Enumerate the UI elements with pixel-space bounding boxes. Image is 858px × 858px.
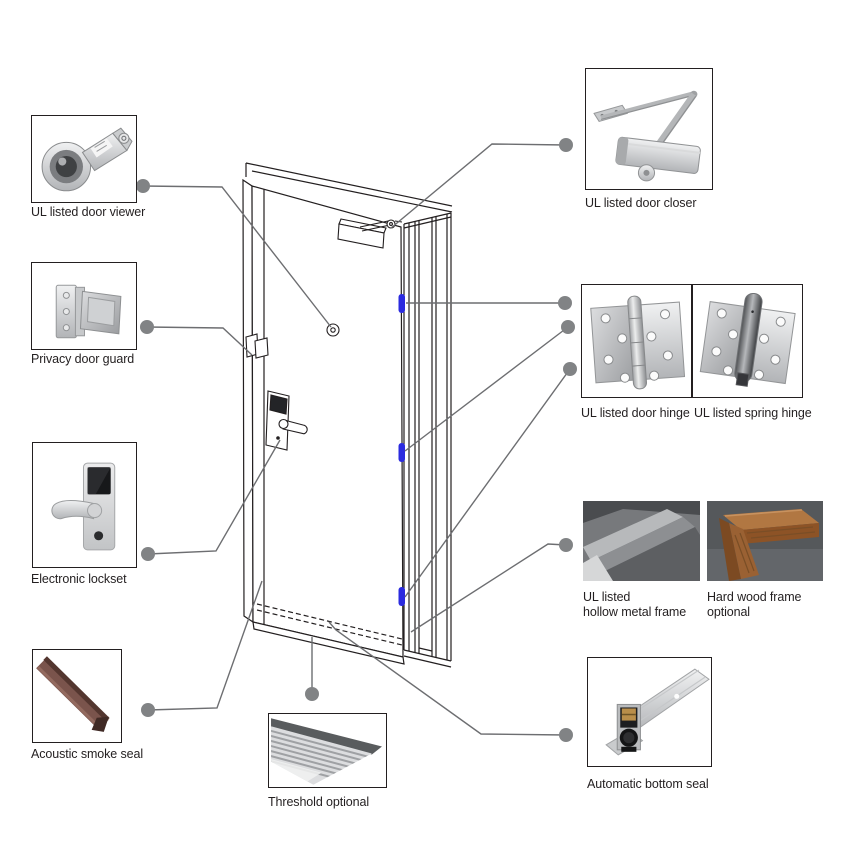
- connector-spring-hinge: [404, 326, 569, 452]
- hollow-metal-frame-photo: [583, 501, 700, 581]
- connector-door-viewer: [142, 185, 332, 328]
- privacy-guard-label: Privacy door guard: [31, 352, 135, 366]
- bottom-seal-dashes: [256, 603, 403, 640]
- electronic-lockset-image-box: [32, 442, 137, 568]
- spring-hinge-image: [699, 292, 796, 387]
- electronic-lockset-label: Electronic lockset: [31, 572, 127, 586]
- privacy-guard-image-box: [31, 262, 137, 350]
- acoustic-smoke-seal-label: Acoustic smoke seal: [31, 747, 144, 761]
- threshold-label: Threshold optional: [268, 795, 370, 809]
- hinge-marker-top: [398, 294, 405, 313]
- door-viewer-image-box: [31, 115, 137, 203]
- hard-wood-frame-image: [707, 501, 823, 581]
- connector-door-closer: [390, 143, 567, 229]
- connector-acoustic-smoke-seal: [147, 580, 263, 711]
- door-leaf-drawing: [242, 178, 405, 665]
- hollow-metal-frame-label-line2: hollow metal frame: [583, 604, 687, 619]
- door-closer-image-box: [585, 68, 713, 190]
- hinge-markers: [398, 294, 405, 606]
- acoustic-smoke-seal-image: [36, 656, 110, 732]
- door-hinge-image-box: [581, 284, 692, 398]
- door-viewer-sketch: [326, 323, 340, 337]
- door-hinge-image: [590, 295, 686, 390]
- threshold-image-box: [268, 713, 387, 788]
- door-hinge-label: UL listed door hinge: [581, 406, 690, 420]
- hard-wood-frame-label-line1: Hard wood frame: [707, 590, 802, 604]
- hinge-marker-middle: [398, 443, 405, 462]
- connector-bottom-hinge: [404, 368, 571, 598]
- privacy-guard-sketch: [245, 333, 269, 359]
- spring-hinge-image-box: [692, 284, 803, 398]
- threshold-image: [271, 718, 382, 785]
- hollow-metal-frame-label-line1: UL listed: [583, 590, 631, 604]
- door-closer-sketch: [337, 218, 403, 249]
- automatic-bottom-seal-image: [605, 668, 710, 756]
- bottom-seal-dashes: [256, 609, 403, 646]
- automatic-bottom-seal-label: Automatic bottom seal: [587, 777, 709, 791]
- automatic-bottom-seal-image-box: [587, 657, 712, 767]
- hollow-metal-frame-image: [583, 501, 700, 581]
- hard-wood-frame-photo: [707, 501, 823, 581]
- spring-hinge-label: UL listed spring hinge: [694, 406, 812, 420]
- connector-dots: [136, 138, 577, 742]
- connector-electronic-lockset: [147, 439, 281, 555]
- acoustic-smoke-seal-image-box: [32, 649, 122, 743]
- privacy-guard-image: [55, 284, 122, 339]
- connector-privacy-guard: [146, 326, 253, 356]
- connector-lines: [142, 143, 571, 736]
- hard-wood-frame-label-line2: optional: [707, 604, 750, 619]
- door-viewer-image: [41, 127, 133, 192]
- connector-automatic-bottom-seal: [328, 621, 567, 736]
- hinge-marker-bottom: [398, 587, 405, 606]
- hollow-metal-frame-label: UL listed hollow metal frame: [583, 590, 686, 620]
- lockset-sketch: [265, 390, 308, 451]
- door-closer-image: [593, 90, 701, 182]
- electronic-lockset-image: [51, 462, 116, 551]
- hard-wood-frame-label: Hard wood frame optional: [707, 590, 801, 620]
- door-closer-label: UL listed door closer: [585, 196, 697, 210]
- door-viewer-label: UL listed door viewer: [31, 205, 146, 219]
